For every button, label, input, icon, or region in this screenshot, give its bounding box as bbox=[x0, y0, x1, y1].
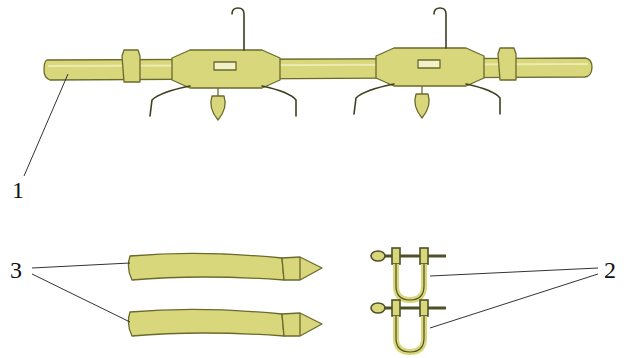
pendant bbox=[415, 94, 429, 118]
callout-number: 2 bbox=[604, 258, 616, 282]
leader-lines bbox=[24, 74, 598, 328]
strap-tip bbox=[282, 257, 322, 280]
end-clamp bbox=[122, 50, 140, 82]
arm-wire bbox=[466, 84, 500, 114]
arm-wire bbox=[150, 86, 190, 116]
clamp-body bbox=[376, 48, 484, 86]
arm-wire bbox=[262, 86, 296, 116]
callout-number: 3 bbox=[10, 258, 22, 282]
strap bbox=[128, 253, 284, 280]
pendant bbox=[211, 96, 225, 120]
hook-wire bbox=[232, 8, 244, 50]
strap-tip bbox=[282, 313, 322, 336]
hook-wire bbox=[434, 8, 446, 48]
shackle bbox=[371, 248, 446, 300]
callout-number: 1 bbox=[12, 178, 24, 202]
end-clamp bbox=[498, 48, 516, 80]
strap bbox=[128, 309, 284, 336]
clamp-body bbox=[172, 50, 280, 88]
arm-wire bbox=[354, 84, 394, 114]
